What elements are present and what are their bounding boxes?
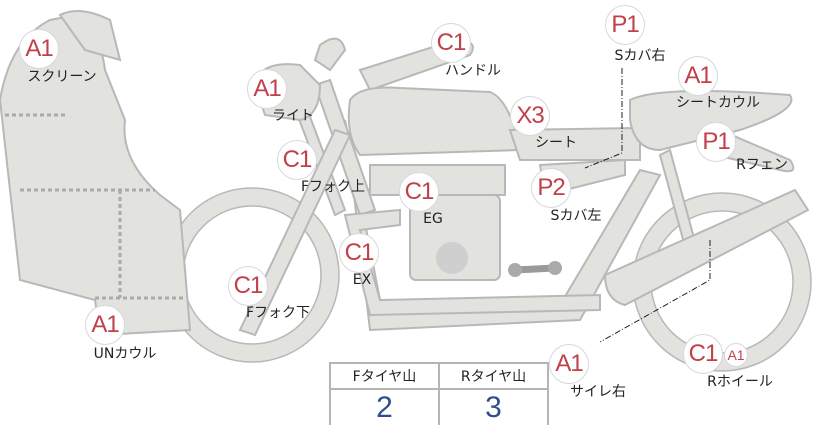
grade-badge-secondary: A1 (724, 343, 748, 367)
grade-badge: A1 (85, 305, 125, 345)
grade-badge: C1 (228, 266, 268, 306)
part-label-under-cowl: UNカウル (93, 346, 157, 362)
part-label-front-fork-upper: Fフォク上 (300, 179, 366, 195)
exhaust (343, 208, 601, 317)
grade-badge: C1 (431, 23, 471, 63)
grade-badge: C1 (339, 233, 379, 273)
grade-badge: A1 (247, 69, 287, 109)
engine (409, 194, 501, 281)
grade-badge: A1 (549, 344, 589, 384)
muffler (603, 188, 810, 307)
grade-badge: A1 (19, 29, 59, 69)
part-label-screen: スクリーン (27, 69, 97, 85)
grade-badge: P1 (696, 122, 736, 162)
part-label-side-cover-left: Sカバ左 (550, 208, 602, 224)
part-label-light: ライト (272, 108, 314, 124)
grade-badge: C1 (277, 140, 317, 180)
part-label-exhaust: EX (352, 272, 372, 288)
part-label-silencer-right: サイレ右 (570, 384, 626, 400)
part-label-seat: シート (535, 135, 577, 151)
grade-badge: A1 (678, 56, 718, 96)
part-label-front-fork-lower: Fフォク下 (245, 305, 311, 321)
part-label-handle: ハンドル (445, 63, 501, 79)
rear-tire-header: Rタイヤ山 (438, 362, 549, 390)
part-label-seat-cowl: シートカウル (676, 95, 760, 111)
part-label-rear-wheel: Rホイール (707, 374, 773, 390)
front-tire-header: Fタイヤ山 (329, 362, 440, 390)
part-label-engine: EG (423, 211, 443, 227)
grade-badge: P1 (605, 5, 645, 45)
seat (508, 126, 641, 161)
grade-badge: X3 (510, 96, 550, 136)
grade-badge: P2 (531, 168, 571, 208)
part-label-side-cover-right: Sカバ右 (614, 48, 666, 64)
part-label-rear-fender: Rフェン (736, 157, 788, 173)
grade-badge: C1 (399, 172, 439, 212)
fuel-tank (347, 86, 522, 157)
front-tire-value: 2 (329, 388, 440, 425)
grade-badge: C1 (683, 334, 723, 374)
seat-cowl (629, 90, 793, 152)
rear-tire-value: 3 (438, 388, 549, 425)
